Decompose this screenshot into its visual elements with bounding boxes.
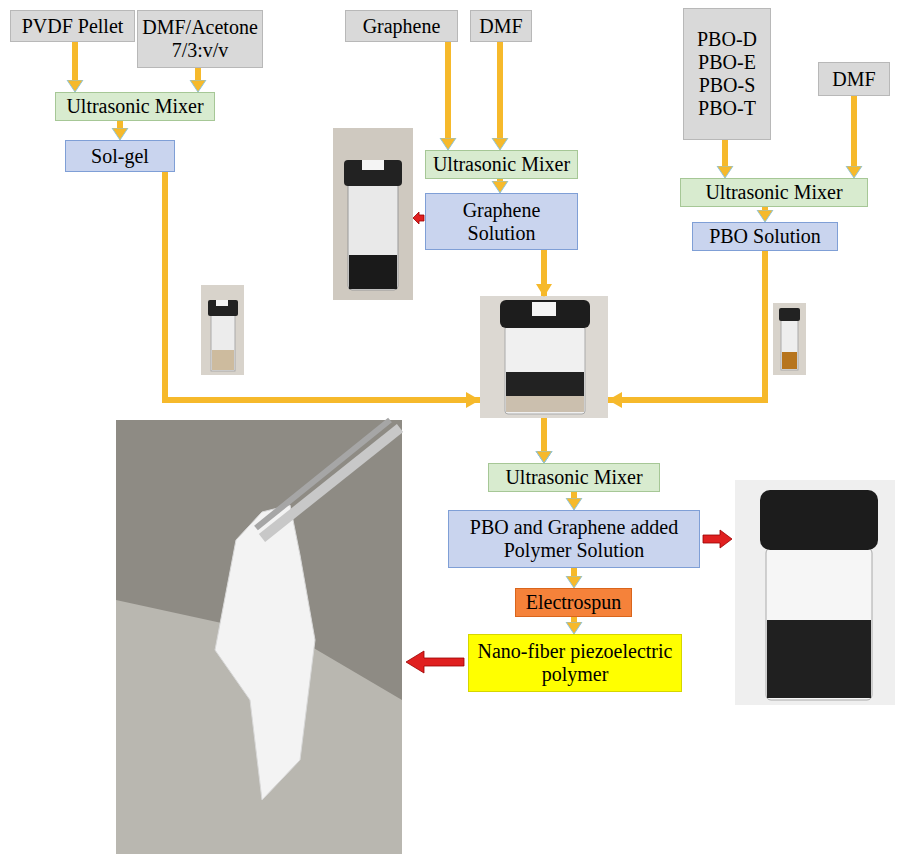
- box-text: PBO-E: [698, 51, 756, 74]
- process-box: Ultrasonic Mixer: [55, 92, 215, 121]
- flow-arrow: [762, 207, 768, 210]
- vial-liquid: [506, 396, 584, 412]
- vial-photo: [773, 303, 806, 375]
- box-text: PBO-S: [699, 74, 756, 97]
- vial-glass: [766, 548, 872, 700]
- fiber-mat: [215, 505, 315, 800]
- flow-arrow: [195, 68, 201, 80]
- box-text: PBO-D: [697, 28, 757, 51]
- input-box: DMF: [470, 10, 532, 42]
- vial-label: [362, 160, 384, 170]
- photo-ground: [333, 128, 413, 300]
- box-text: Electrospun: [526, 591, 622, 614]
- flow-head: [608, 392, 622, 408]
- box-text: Nano-fiber piezoelectric polymer: [472, 640, 678, 686]
- box-text: DMF/Acetone 7/3:v/v: [141, 16, 259, 62]
- photo-pointer: [406, 651, 464, 673]
- process-box: Ultrasonic Mixer: [488, 463, 660, 492]
- box-text: Sol-gel: [91, 145, 149, 168]
- product-box: PBO Solution: [692, 222, 838, 251]
- result-box: Nano-fiber piezoelectric polymer: [468, 634, 682, 692]
- vial-liquid: [767, 620, 871, 698]
- box-text: Graphene Solution: [429, 199, 574, 245]
- process-box: Electrospun: [515, 588, 632, 617]
- vial-liquid: [506, 372, 584, 396]
- box-text: Ultrasonic Mixer: [433, 153, 570, 176]
- flow-head: [536, 284, 552, 297]
- box-text: PBO-T: [698, 97, 756, 120]
- vial-cap: [779, 308, 800, 321]
- process-box: Ultrasonic Mixer: [425, 150, 578, 179]
- vial-label: [532, 302, 556, 316]
- photo-ground: [116, 420, 402, 854]
- vial-glass: [505, 326, 585, 414]
- box-text: DMF: [479, 15, 522, 38]
- tweezers: [256, 420, 390, 528]
- vial-liquid: [349, 255, 397, 289]
- photo-ground: [735, 480, 895, 705]
- flow-arrow: [851, 96, 857, 166]
- flow-arrow: [72, 42, 78, 80]
- product-box: PBO and Graphene added Polymer Solution: [448, 510, 700, 568]
- box-text: PVDF Pellet: [22, 15, 124, 38]
- vial-glass: [211, 314, 235, 371]
- flow-arrow: [445, 42, 451, 138]
- input-box: DMF/Acetone 7/3:v/v: [137, 10, 263, 68]
- box-text: Ultrasonic Mixer: [66, 95, 203, 118]
- vial-photo: [480, 296, 608, 418]
- photo-pointer: [703, 530, 732, 548]
- vial-glass: [348, 182, 398, 290]
- flow-arrow: [722, 140, 728, 166]
- flow-arrow: [571, 492, 577, 498]
- box-text: PBO and Graphene added Polymer Solution: [452, 516, 696, 562]
- input-box: Graphene: [345, 10, 458, 42]
- vial-cap: [208, 300, 238, 316]
- vial-liquid: [782, 352, 797, 369]
- vial-cap: [344, 160, 402, 186]
- box-text: Ultrasonic Mixer: [505, 466, 642, 489]
- flow-arrow: [497, 179, 503, 181]
- flow-arrow: [571, 617, 577, 622]
- product-box: Sol-gel: [65, 140, 175, 172]
- flow-arrow: [571, 568, 577, 576]
- box-text: Graphene: [363, 15, 441, 38]
- flow-head: [466, 392, 480, 408]
- input-box: DMF: [818, 62, 890, 96]
- product-box: Graphene Solution: [425, 193, 578, 250]
- vial-label: [216, 300, 228, 306]
- box-text: DMF: [832, 68, 875, 91]
- box-text: Ultrasonic Mixer: [705, 181, 842, 204]
- vial-photo: [333, 128, 413, 300]
- process-box: Ultrasonic Mixer: [680, 178, 868, 207]
- photo-ground: [480, 296, 608, 418]
- flow-arrow: [117, 121, 123, 128]
- input-box: PVDF Pellet: [10, 10, 135, 42]
- vial-photo: [735, 480, 895, 705]
- photo-ground: [201, 285, 244, 375]
- box-text: PBO Solution: [709, 225, 821, 248]
- tweezers: [262, 428, 400, 538]
- flow-arrow: [497, 42, 503, 138]
- photo-pointer: [413, 212, 424, 224]
- input-box: PBO-DPBO-EPBO-SPBO-T: [683, 8, 771, 140]
- photo-ground: [773, 303, 806, 375]
- vial-cap: [760, 490, 878, 550]
- vial-cap: [500, 300, 590, 328]
- vial-liquid: [212, 350, 234, 370]
- vial-glass: [781, 320, 798, 370]
- membrane-photo: [116, 420, 402, 854]
- vial-photo: [201, 285, 244, 375]
